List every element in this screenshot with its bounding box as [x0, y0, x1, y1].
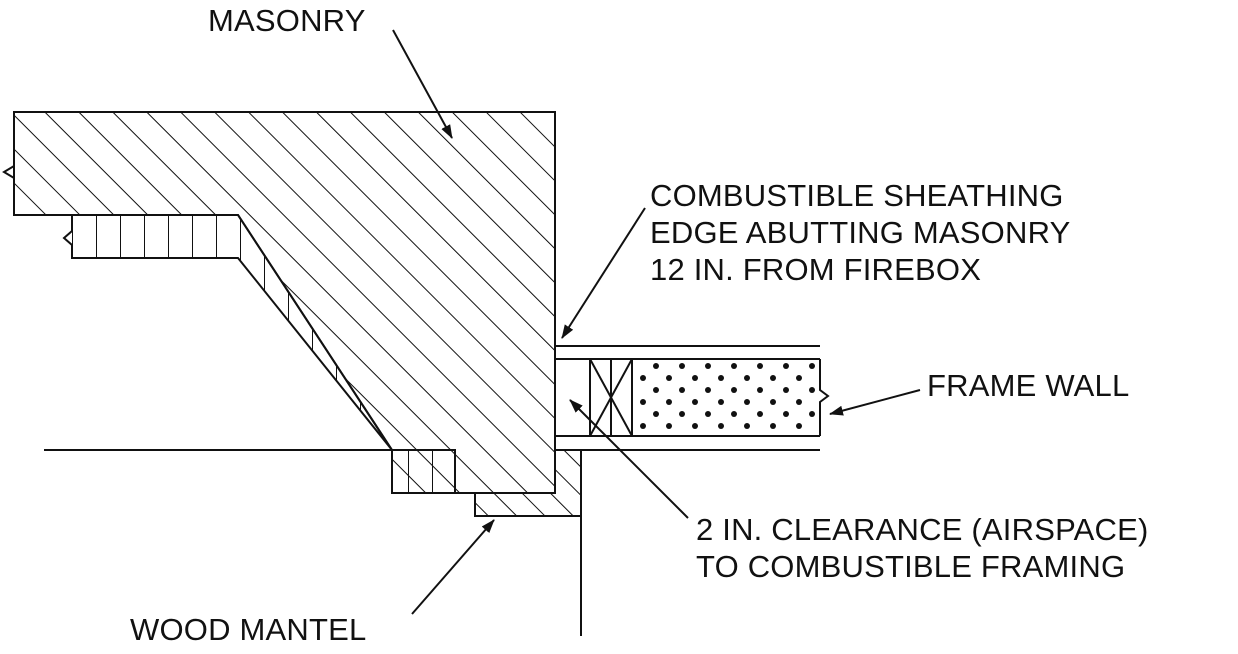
wall-insulation: [632, 359, 820, 436]
masonry-leader: [392, 29, 453, 139]
frame-wall-leader: [829, 389, 921, 416]
clearance-leader: [569, 399, 689, 519]
masonry-label: MASONRY: [208, 3, 366, 38]
wall-break: [819, 359, 830, 436]
sheathing-label-line-3: 12 IN. FROM FIREBOX: [650, 252, 981, 287]
wood-mantel-label: WOOD MANTEL: [130, 612, 366, 647]
frame-wall-label: FRAME WALL: [927, 368, 1129, 403]
clearance-label-line-2: TO COMBUSTIBLE FRAMING: [696, 549, 1125, 584]
sheathing-leader: [561, 207, 646, 339]
sheathing-label-line-1: COMBUSTIBLE SHEATHING: [650, 178, 1064, 213]
sheathing-label-line-2: EDGE ABUTTING MASONRY: [650, 215, 1070, 250]
mantel-leader: [411, 519, 495, 615]
clearance-label-line-1: 2 IN. CLEARANCE (AIRSPACE): [696, 512, 1149, 547]
